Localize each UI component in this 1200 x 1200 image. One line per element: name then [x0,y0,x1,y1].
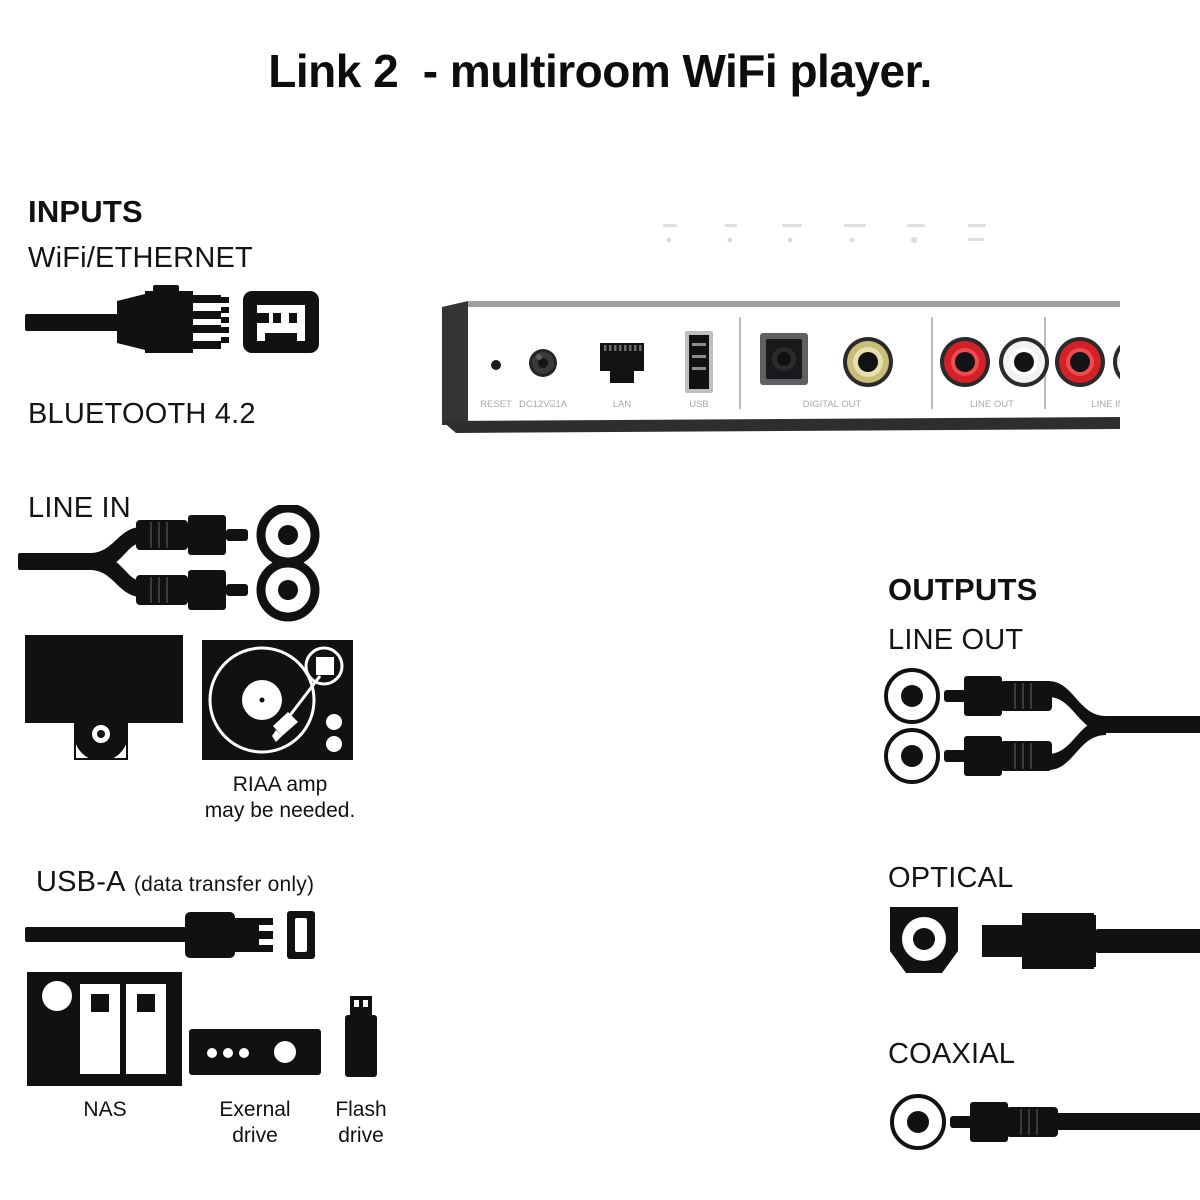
coaxial-icon-group [890,1094,1200,1150]
port-label-dc-in: DC12V⌸1A [519,399,568,410]
outputs-heading: OUTPUTS [888,572,1038,607]
flash-drive-icon [345,996,377,1077]
page-title: Link 2 - multiroom WiFi player. [268,45,932,97]
port-line-out-left [940,337,990,387]
riaa-caption: RIAA amp may be needed. [204,773,356,822]
coaxial-label: COAXIAL [888,1038,1016,1070]
optical-icon-group [890,907,1200,973]
usb-icon-group [25,911,315,959]
usb-a-port-icon [287,911,315,959]
port-usb [685,331,713,393]
rca-plug-icon [950,1102,1200,1142]
line-out-cable-icon-group [884,668,1200,784]
nas-caption: NAS [83,1098,127,1121]
optical-label: OPTICAL [888,862,1014,894]
nas-icon [27,972,182,1086]
usb-label: USB-A [36,866,126,898]
bluetooth-label: BLUETOOTH 4.2 [28,398,256,430]
wifi-ethernet-label: WiFi/ETHERNET [28,242,253,274]
port-coaxial-out [843,337,893,387]
port-label-line-in: LINE IN [1091,399,1120,410]
cd-player-icon [25,635,183,760]
rca-jack-icon [884,668,940,724]
link-2-rear-panel: RESET DC12V⌸1A LAN USB DIGITAL OUT LINE … [440,205,1163,477]
line-out-label: LINE OUT [888,624,1024,656]
toslink-port-icon [890,907,958,973]
turntable-icon [202,640,353,760]
usb-note: (data transfer only) [133,873,315,896]
device-illustration: RESET DC12V⌸1A LAN USB DIGITAL OUT LINE … [420,185,1163,535]
inputs-heading: INPUTS [28,194,143,229]
port-toslink [760,333,808,385]
rca-jack-icon [884,728,940,784]
rj45-plug-icon [25,285,229,353]
usb-label-group: USB-A (data transfer only) [36,866,314,899]
rca-jack-icon [256,558,320,622]
rca-jack-icon [256,505,320,567]
wifi-ethernet-icon-group [25,285,319,353]
port-dc-in [529,349,557,377]
port-label-line-out: LINE OUT [970,399,1014,410]
port-reset [491,360,501,370]
port-label-digital-out: DIGITAL OUT [803,399,862,410]
port-line-out-right [999,337,1049,387]
rca-splitter-cable-icon [18,515,248,610]
rca-splitter-cable-icon [944,676,1200,776]
rj45-jack-icon [243,291,319,353]
flash-drive-caption: Flash drive [335,1098,387,1147]
port-label-usb: USB [689,399,709,410]
top-touch-controls [663,224,986,244]
toslink-plug-icon [982,913,1200,969]
port-labels: RESET DC12V⌸1A LAN USB DIGITAL OUT LINE … [480,399,1125,410]
port-label-reset: RESET [480,399,512,410]
line-in-cable-icon-group [18,505,320,622]
usb-a-plug-icon [25,912,273,958]
rca-jack-icon [890,1094,946,1150]
line-in-label: LINE IN [28,492,131,524]
port-lan [591,333,653,391]
external-drive-caption: Exernal drive [219,1098,291,1147]
port-label-lan: LAN [613,399,632,410]
external-drive-icon [189,1029,321,1075]
port-line-in-left [1055,337,1105,387]
